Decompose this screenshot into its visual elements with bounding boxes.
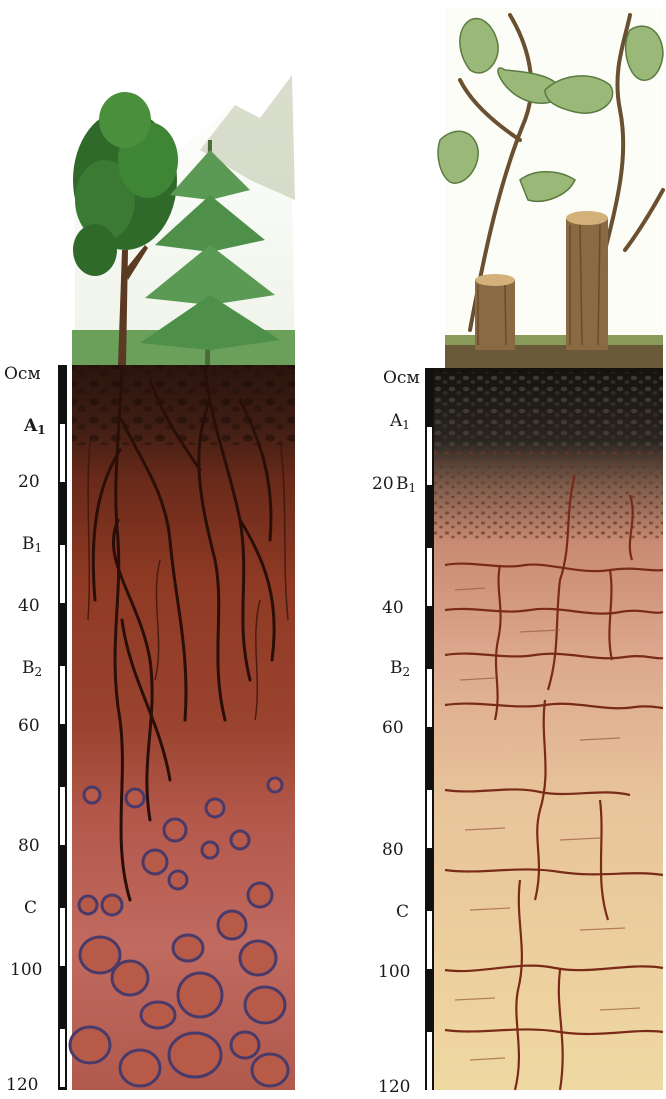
right-label-depth-120: 120	[378, 1079, 410, 1096]
left-label-b1: B1	[22, 536, 42, 554]
left-label-b2: B2	[22, 660, 42, 678]
left-label-depth-100: 100	[10, 962, 42, 979]
right-profile-illustration	[425, 8, 663, 1090]
right-label-depth-20: 20	[372, 476, 394, 493]
right-label-o: Осм	[383, 370, 420, 387]
left-depth-scale	[58, 365, 67, 1090]
left-label-depth-20: 20	[18, 474, 40, 491]
left-label-depth-120: 120	[6, 1077, 38, 1094]
right-label-depth-100: 100	[378, 964, 410, 981]
left-label-a1: A1	[24, 418, 46, 436]
right-label-a1: A1	[390, 413, 410, 431]
right-label-b2: B2	[390, 660, 410, 678]
right-label-depth-80: 80	[382, 842, 404, 859]
left-profile-illustration	[58, 75, 295, 1090]
left-label-c: C	[24, 900, 37, 917]
left-label-depth-60: 60	[18, 718, 40, 735]
right-depth-scale	[425, 368, 434, 1090]
right-label-depth-40: 40	[382, 600, 404, 617]
right-label-c: C	[396, 904, 409, 921]
left-label-o: Осм	[4, 366, 41, 383]
right-label-b1: B1	[396, 476, 416, 494]
right-label-depth-60: 60	[382, 720, 404, 737]
left-label-depth-80: 80	[18, 838, 40, 855]
left-label-depth-40: 40	[18, 598, 40, 615]
